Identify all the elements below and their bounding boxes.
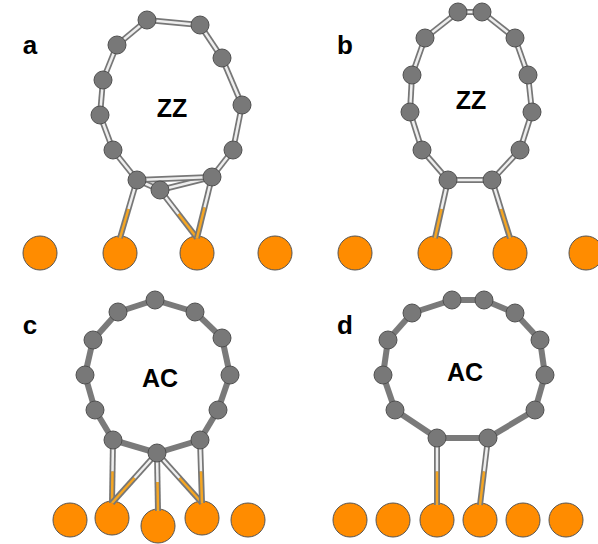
carbon-atom bbox=[531, 331, 549, 349]
carbon-atom bbox=[443, 291, 461, 309]
metal-atom bbox=[333, 503, 367, 537]
carbon-atom bbox=[479, 429, 497, 447]
carbon-atom bbox=[526, 401, 544, 419]
carbon-atom bbox=[475, 291, 493, 309]
metal-bond-core bbox=[201, 472, 202, 504]
carbon-atom bbox=[403, 66, 421, 84]
metal-atom bbox=[53, 503, 87, 537]
carbon-atom bbox=[186, 303, 204, 321]
carbon-atom bbox=[109, 303, 127, 321]
edge-type-label: ZZ bbox=[157, 96, 188, 121]
metal-atom bbox=[180, 236, 214, 270]
metal-atom bbox=[103, 236, 137, 270]
carbon-atom bbox=[428, 429, 446, 447]
carbon-atom bbox=[536, 366, 554, 384]
metal-atom bbox=[549, 503, 583, 537]
carbon-atom bbox=[379, 331, 397, 349]
edge-type-label: AC bbox=[447, 360, 483, 385]
carbon-atom bbox=[148, 444, 166, 462]
metal-bond-core bbox=[480, 472, 484, 506]
carbon-atom bbox=[213, 329, 231, 347]
metal-atom bbox=[338, 236, 372, 270]
carbon-atom bbox=[519, 66, 537, 84]
metal-bond-core bbox=[435, 209, 442, 238]
metal-bond-core bbox=[197, 208, 205, 239]
metal-bond-core bbox=[436, 472, 439, 506]
metal-atom bbox=[569, 236, 598, 270]
metal-atom bbox=[493, 236, 527, 270]
carbon-atom bbox=[401, 103, 419, 121]
carbon-atom bbox=[386, 401, 404, 419]
carbon-atom bbox=[91, 106, 109, 124]
metal-bond bbox=[434, 438, 440, 505]
carbon-atom bbox=[523, 103, 541, 121]
metal-atom bbox=[231, 503, 265, 537]
carbon-atom bbox=[213, 49, 231, 67]
carbon-atom bbox=[224, 141, 242, 159]
carbon-atom bbox=[403, 304, 421, 322]
metal-atom bbox=[185, 501, 219, 535]
metal-bond bbox=[157, 453, 202, 503]
metal-atom bbox=[23, 236, 57, 270]
metal-bond-core bbox=[112, 478, 135, 503]
metal-atom bbox=[376, 503, 410, 537]
carbon-atom bbox=[108, 36, 126, 54]
bond-core bbox=[137, 177, 212, 180]
carbon-atom bbox=[191, 16, 209, 34]
carbon-atom bbox=[483, 171, 501, 189]
carbon-atom bbox=[203, 168, 221, 186]
metal-atom bbox=[418, 236, 452, 270]
metal-atom bbox=[463, 503, 497, 537]
edge-type-label: AC bbox=[142, 366, 178, 391]
bond bbox=[137, 177, 212, 180]
metal-atom bbox=[141, 509, 175, 543]
metal-bond-core bbox=[156, 482, 159, 511]
metal-atom bbox=[95, 501, 129, 535]
carbon-atom bbox=[146, 291, 164, 309]
carbon-atom bbox=[233, 96, 251, 114]
carbon-atom bbox=[511, 141, 529, 159]
carbon-atom bbox=[94, 71, 112, 89]
metal-atom bbox=[506, 503, 540, 537]
edge-type-label: ZZ bbox=[456, 88, 487, 113]
panel-letter: c bbox=[23, 312, 37, 338]
panel-letter: d bbox=[337, 312, 353, 338]
panel-letter: a bbox=[23, 32, 37, 58]
carbon-atom bbox=[138, 11, 156, 29]
metal-bond-core bbox=[179, 214, 198, 238]
carbon-atom bbox=[221, 366, 239, 384]
carbon-atom bbox=[473, 3, 491, 21]
carbon-atom bbox=[439, 171, 457, 189]
metal-atom bbox=[258, 236, 292, 270]
carbon-atom bbox=[151, 181, 169, 199]
carbon-atom bbox=[76, 366, 94, 384]
carbon-atom bbox=[128, 171, 146, 189]
carbon-atom bbox=[84, 331, 102, 349]
carbon-atom bbox=[449, 3, 467, 21]
carbon-atom bbox=[506, 29, 524, 47]
carbon-atom bbox=[506, 304, 524, 322]
metal-bond bbox=[480, 438, 488, 505]
carbon-atom bbox=[413, 141, 431, 159]
carbon-atom bbox=[104, 141, 122, 159]
metal-bond bbox=[112, 453, 157, 503]
carbon-atom bbox=[104, 431, 122, 449]
carbon-atom bbox=[209, 401, 227, 419]
metal-atom bbox=[420, 503, 454, 537]
metal-bond-core bbox=[120, 209, 129, 238]
carbon-atom bbox=[191, 431, 209, 449]
carbon-atom bbox=[416, 29, 434, 47]
panel-letter: b bbox=[337, 32, 353, 58]
carbon-atom bbox=[374, 366, 392, 384]
metal-bond-core bbox=[501, 209, 510, 238]
carbon-atom bbox=[86, 401, 104, 419]
